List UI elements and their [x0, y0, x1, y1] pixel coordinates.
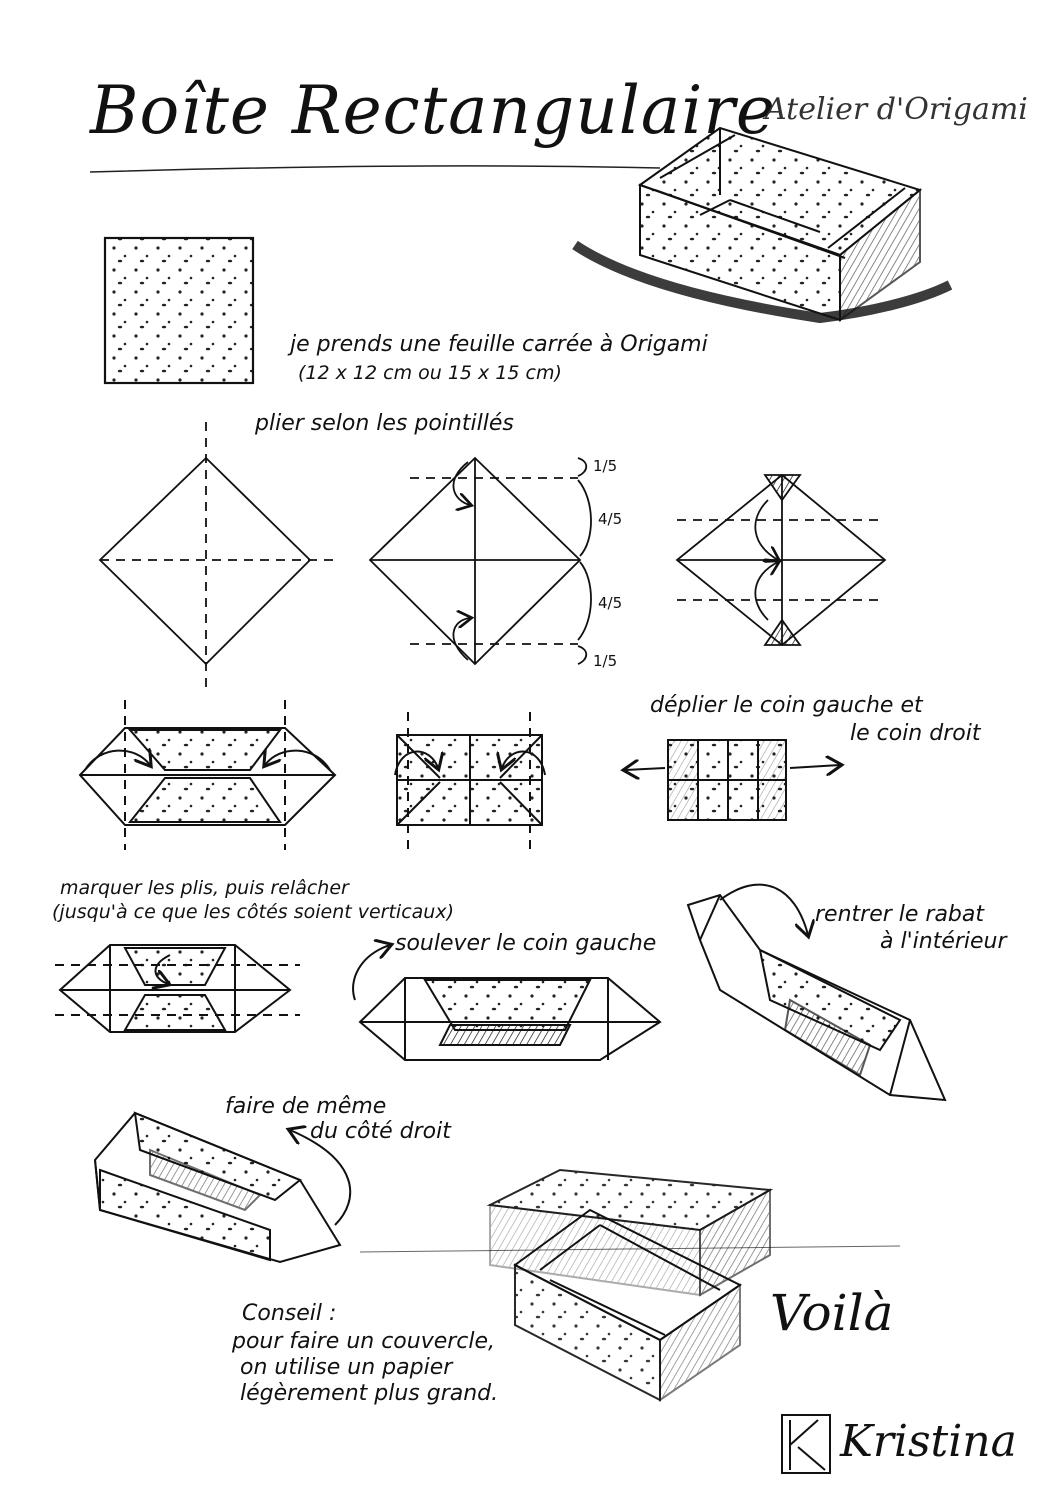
fraction-top: 1/5 — [593, 457, 618, 475]
step-7-text-line-2: du côté droit — [310, 1119, 451, 1144]
finished-box-illustration — [572, 126, 953, 324]
page-title: Boîte Rectangulaire — [90, 72, 776, 149]
step-1-text-line-2: (12 x 12 cm ou 15 x 15 cm) — [298, 362, 562, 384]
fold-diagram-7 — [55, 944, 300, 1033]
signature-mark — [781, 1414, 831, 1474]
step-4-text-line-1: marquer les plis, puis relâcher — [60, 877, 349, 899]
step-6-text-line-1: rentrer le rabat — [815, 902, 985, 927]
atelier-label: Atelier d'Origami — [765, 92, 1028, 127]
square-sheet — [103, 236, 255, 385]
fold-diagram-10 — [93, 1111, 352, 1264]
fold-diagram-8 — [352, 945, 662, 1061]
fraction-lower: 4/5 — [598, 594, 623, 612]
step-2-text: plier selon les pointillés — [255, 411, 514, 436]
step-3-text-line-2: le coin droit — [850, 721, 981, 746]
step-4-text-line-2: (jusqu'à ce que les côtés soient vertica… — [52, 901, 454, 923]
step-7-text-line-1: faire de même — [225, 1094, 387, 1119]
fraction-upper: 4/5 — [598, 510, 623, 528]
step-5-text: soulever le coin gauche — [395, 931, 657, 956]
fraction-bottom: 1/5 — [593, 652, 618, 670]
tip-line-3: légèrement plus grand. — [240, 1381, 499, 1406]
tip-line-1: pour faire un couvercle, — [232, 1329, 496, 1354]
fold-diagram-3 — [675, 473, 887, 647]
fold-diagram-5 — [394, 712, 546, 850]
final-boxes-illustration — [486, 1168, 774, 1402]
fold-diagram-9 — [686, 883, 947, 1102]
tip-heading: Conseil : — [242, 1301, 337, 1326]
step-1-text-line-1: je prends une feuille carrée à Origami — [290, 332, 708, 357]
fold-diagram-6 — [625, 739, 840, 821]
fold-diagram-1 — [98, 422, 340, 690]
step-3-text-line-1: déplier le coin gauche et — [650, 693, 923, 718]
fold-diagram-4 — [78, 700, 337, 850]
tip-line-2: on utilise un papier — [240, 1355, 453, 1380]
signature-text: Kristina — [840, 1416, 1017, 1467]
voila-text: Voilà — [770, 1284, 894, 1342]
title-underline — [89, 165, 661, 173]
fold-diagram-2 — [368, 456, 592, 666]
step-6-text-line-2: à l'intérieur — [880, 929, 1007, 954]
